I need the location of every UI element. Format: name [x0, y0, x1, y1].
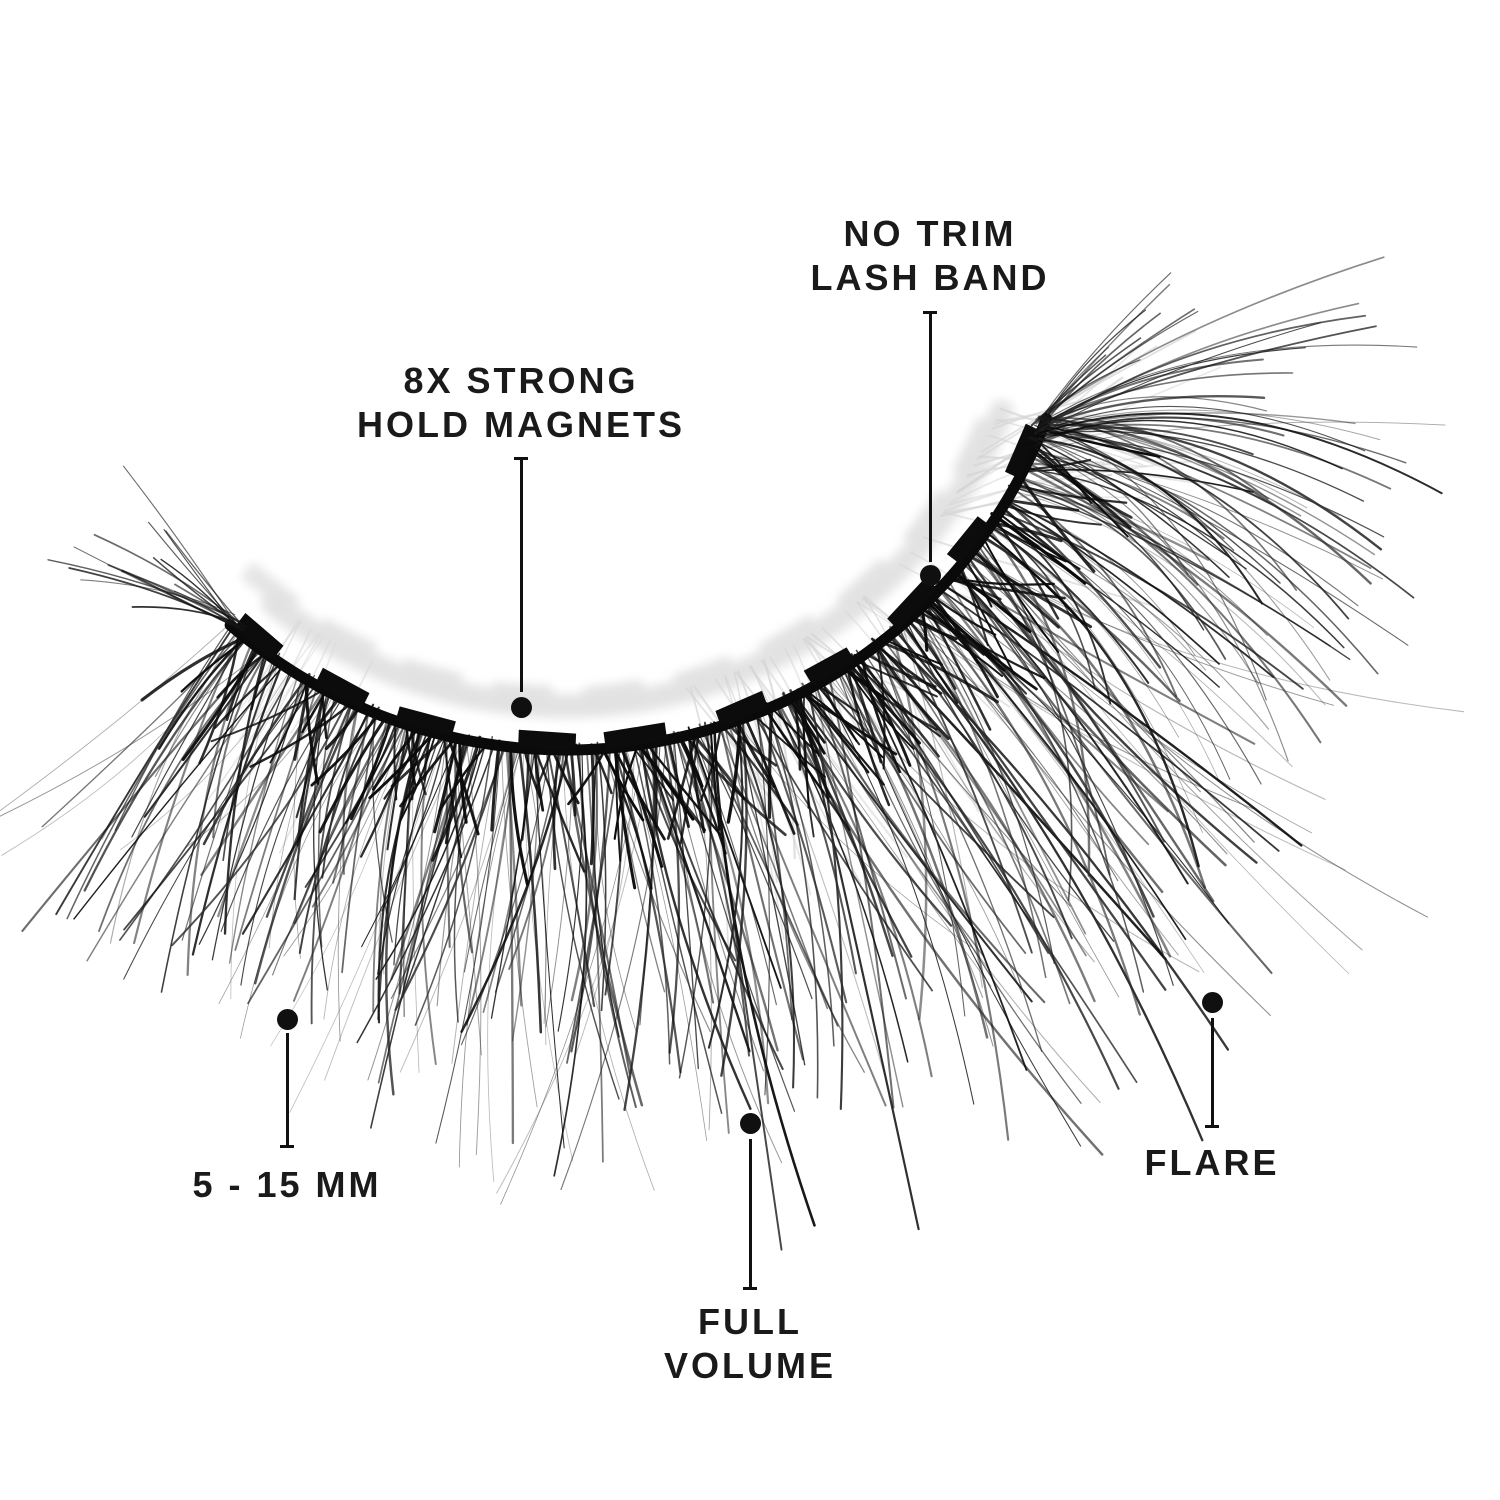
leader-dot	[510, 696, 532, 718]
leader-line	[748, 1139, 752, 1288]
label-line-1: 5 - 15 MM	[192, 1164, 382, 1205]
label-line-2: VOLUME	[663, 1345, 837, 1386]
callout-5-15-mm-label: 5 - 15 MM	[192, 1163, 381, 1207]
leader-dot	[739, 1112, 761, 1134]
label-line-1: FULL	[698, 1301, 802, 1342]
leader-dot	[1201, 991, 1223, 1013]
leader-line	[285, 1033, 289, 1146]
leader-cap	[743, 1286, 757, 1290]
leader-line	[928, 312, 932, 562]
leader-dot	[276, 1008, 298, 1030]
leader-dot	[919, 564, 941, 586]
label-line-1: FLARE	[1144, 1142, 1280, 1183]
leader-line	[519, 458, 523, 692]
label-line-2: HOLD MAGNETS	[357, 404, 685, 445]
label-line-1: 8X STRONG	[403, 360, 639, 401]
leader-line	[1210, 1018, 1214, 1126]
callout-8x-strong-hold-magnets-label: 8X STRONG HOLD MAGNETS	[357, 359, 685, 447]
callout-flare-label: FLARE	[1145, 1141, 1280, 1185]
callout-full-volume-label: FULL VOLUME	[664, 1300, 836, 1388]
leader-cap	[1205, 1124, 1219, 1128]
leader-cap	[280, 1144, 294, 1148]
label-line-1: NO TRIM	[843, 213, 1017, 254]
callout-no-trim-lash-band-label: NO TRIM LASH BAND	[811, 212, 1050, 300]
label-line-2: LASH BAND	[810, 257, 1050, 298]
